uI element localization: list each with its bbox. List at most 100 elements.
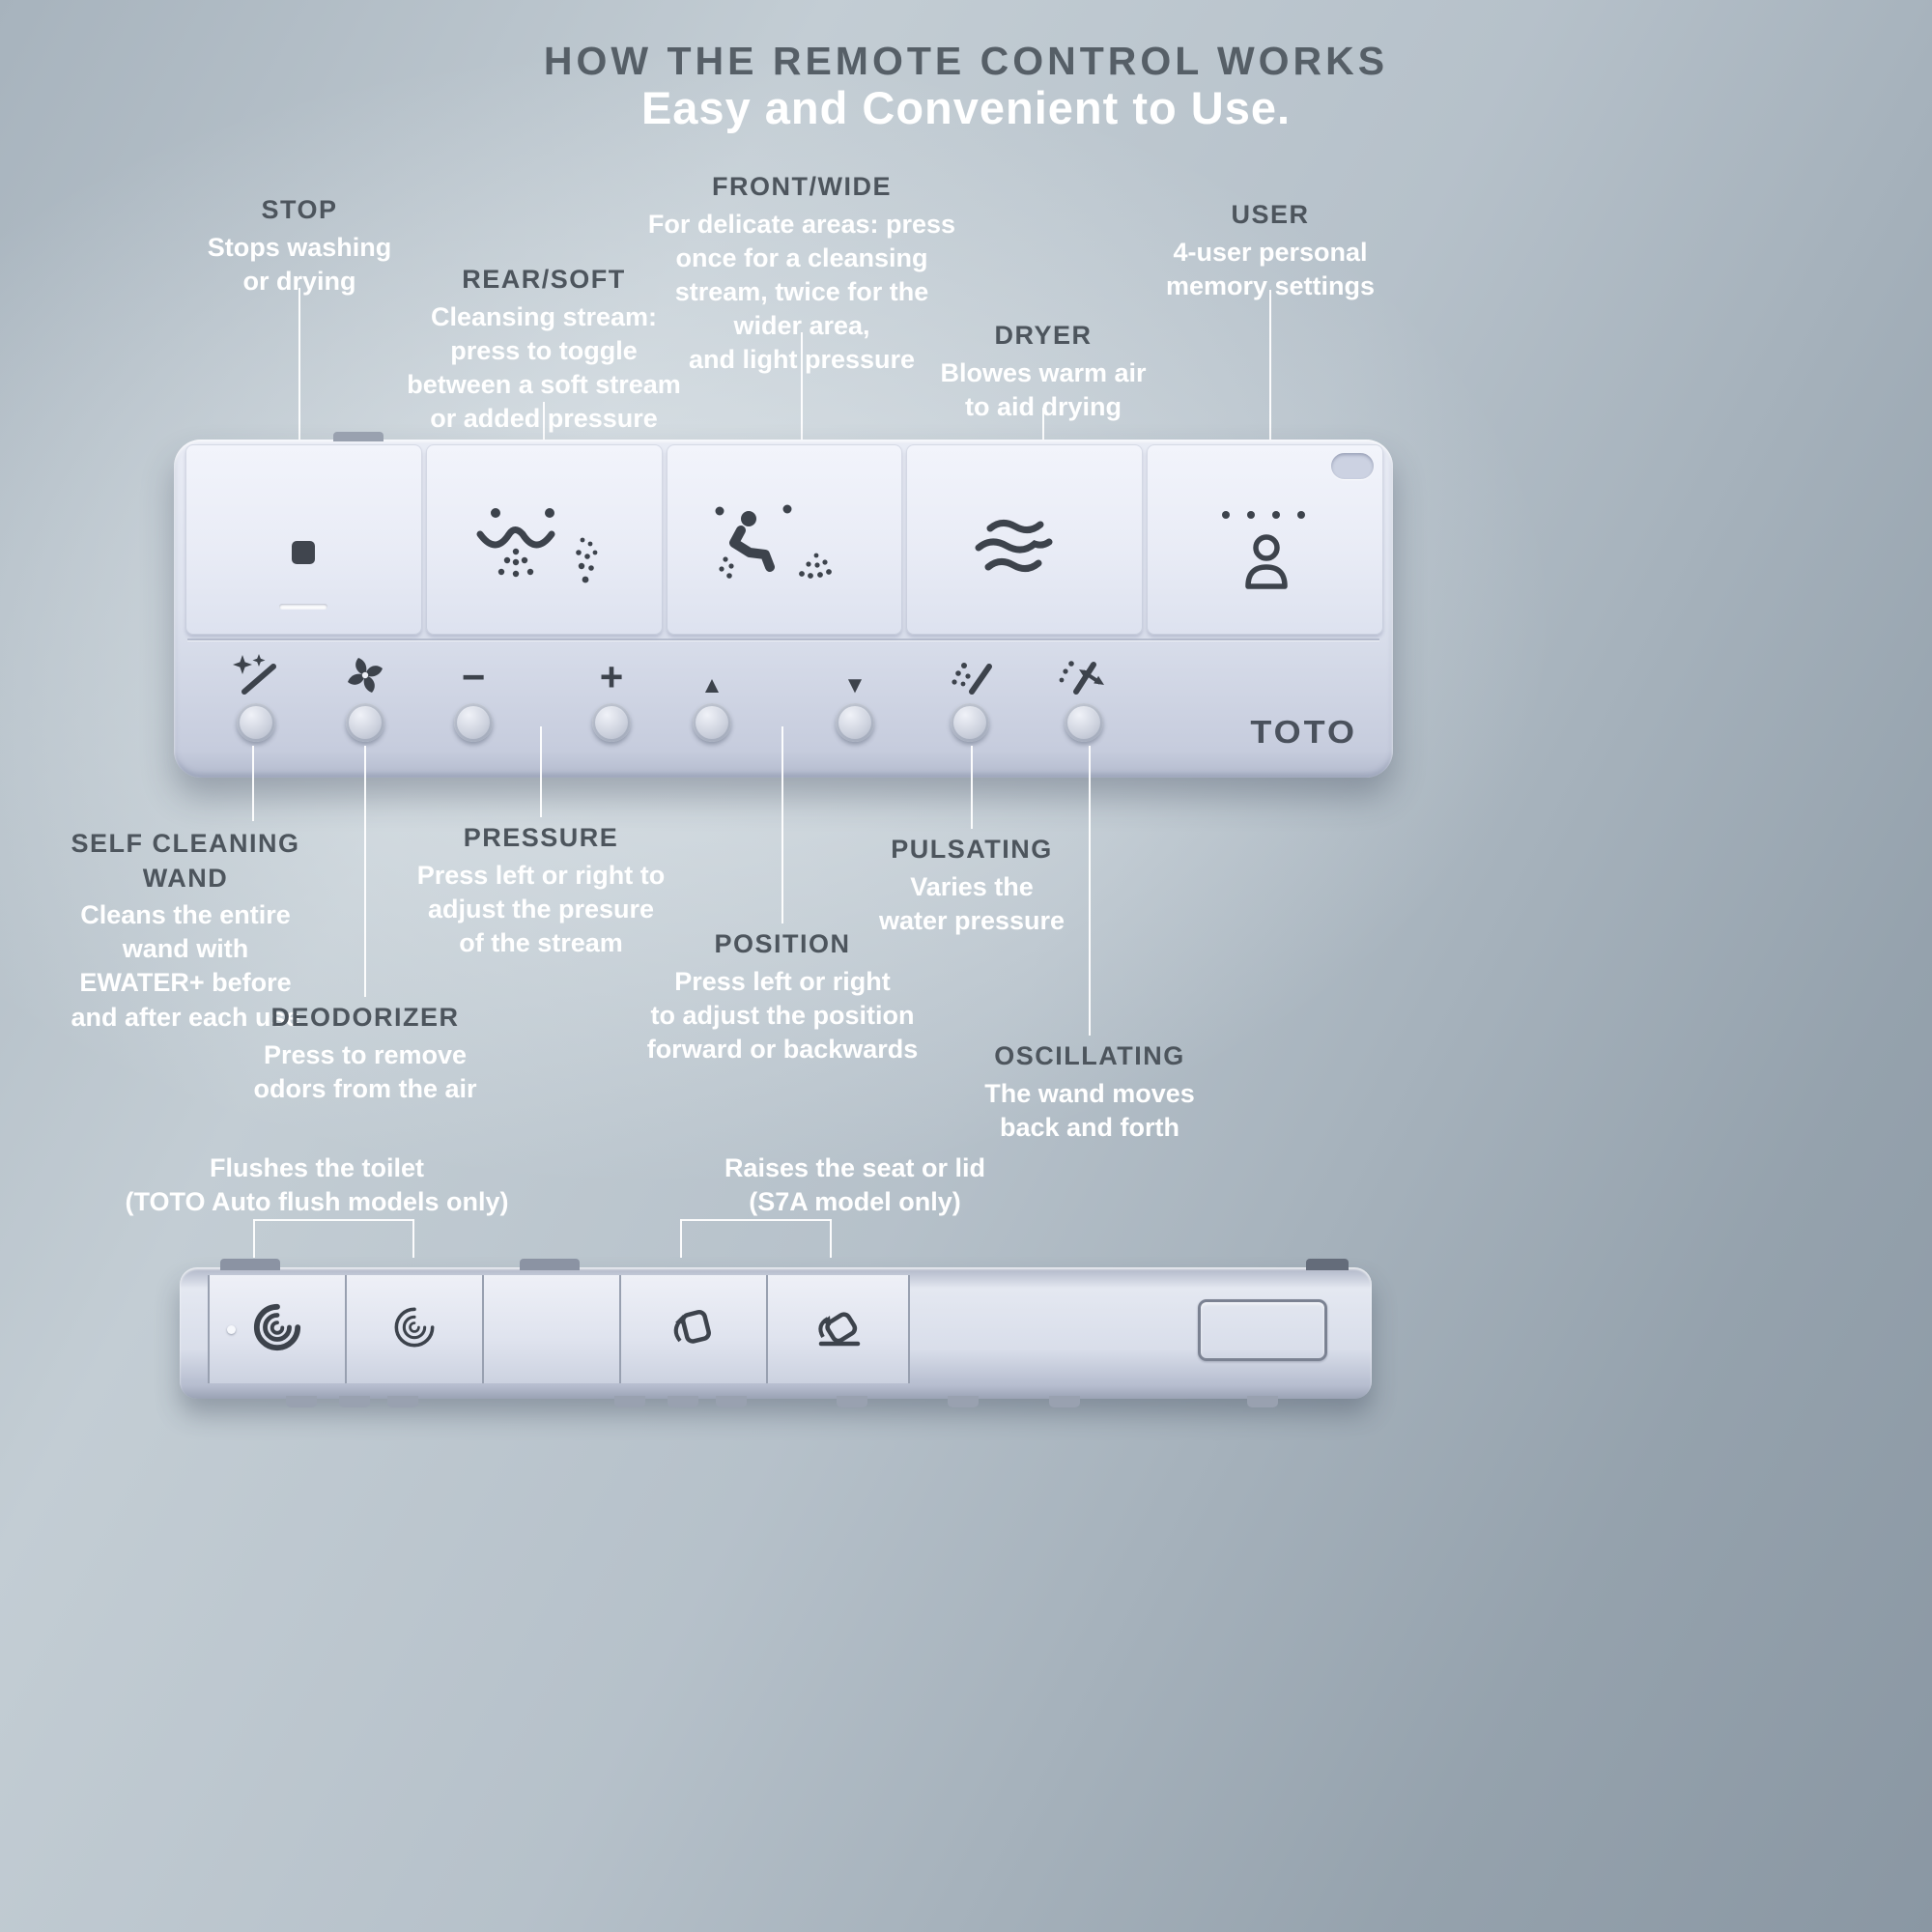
triangle-down-icon: ▼: [843, 672, 867, 698]
raise-lid-button[interactable]: [768, 1275, 910, 1383]
seat-bracket-left: [680, 1219, 682, 1258]
pointer-line-self-cleaning: [252, 746, 254, 821]
pointer-line-stop: [298, 288, 300, 477]
raise-lid-icon: [811, 1302, 866, 1357]
raise-seat-icon: [668, 1302, 719, 1357]
position-forward-control: ▲: [649, 641, 775, 742]
plus-icon: +: [599, 654, 624, 699]
flush-light-swirl-icon: [391, 1304, 438, 1355]
side-button-strip: [208, 1275, 910, 1383]
stop-button[interactable]: [185, 444, 422, 635]
pointer-line-pulsating: [971, 746, 973, 829]
self-cleaning-wand-button[interactable]: [237, 703, 275, 742]
auto-flush-light-button[interactable]: [347, 1275, 484, 1383]
auto-flush-full-button[interactable]: [210, 1275, 347, 1383]
callout-seat-body: Raises the seat or lid (S7A model only): [724, 1153, 986, 1217]
pulsating-icon: [947, 641, 993, 703]
foot-nub: [948, 1396, 979, 1407]
callout-stop-body: Stops washing or drying: [207, 232, 392, 296]
foot-nub: [716, 1396, 747, 1407]
callout-pulsating-title: PULSATING: [891, 835, 1053, 864]
rear-soft-icon: [467, 501, 621, 603]
oscillating-button[interactable]: [1065, 703, 1103, 742]
flush-full-swirl-icon: [252, 1302, 302, 1357]
foot-nub: [614, 1396, 645, 1407]
seat-bracket-top: [680, 1219, 832, 1221]
pressure-plus-control: +: [549, 641, 674, 742]
self-cleaning-wand-control: [193, 641, 319, 742]
deodorizer-button[interactable]: [346, 703, 384, 742]
page-title: HOW THE REMOTE CONTROL WORKS: [543, 39, 1389, 83]
callout-pressure: PRESSURE Press left or right to adjust t…: [391, 821, 691, 960]
side-rect-button[interactable]: [1198, 1299, 1327, 1361]
dryer-button[interactable]: [906, 444, 1144, 635]
button-notch: [1330, 453, 1374, 479]
user-icon: [1212, 505, 1319, 599]
callout-front-wide: FRONT/WIDE For delicate areas: press onc…: [638, 170, 966, 377]
flush-bracket-left: [253, 1219, 255, 1258]
callout-pulsating-body: Varies the water pressure: [878, 871, 1065, 935]
pressure-minus-control: −: [411, 641, 536, 742]
front-wide-icon: [702, 501, 867, 603]
callout-oscillating-title: OSCILLATING: [994, 1041, 1185, 1070]
pointer-line-pressure: [540, 726, 542, 817]
flush-bracket-top: [253, 1219, 414, 1221]
rear-soft-button[interactable]: [425, 444, 663, 635]
callout-pressure-body: Press left or right to adjust the presur…: [416, 860, 666, 957]
flush-led: [227, 1325, 236, 1334]
minus-icon: −: [461, 654, 486, 699]
pointer-line-user: [1269, 290, 1271, 479]
callout-rear-soft-title: REAR/SOFT: [462, 265, 626, 294]
oscillating-icon: [1057, 641, 1111, 703]
callout-deodorizer-title: DEODORIZER: [270, 1003, 460, 1032]
callout-rear-soft: REAR/SOFT Cleansing stream: press to tog…: [389, 263, 698, 436]
deodorizer-fan-icon: [343, 641, 387, 703]
callout-stop: STOP Stops washing or drying: [174, 193, 425, 298]
foot-nub: [1049, 1396, 1080, 1407]
pointer-line-position: [781, 726, 783, 923]
user-button[interactable]: [1147, 444, 1383, 635]
callout-front-wide-body: For delicate areas: press once for a cle…: [647, 209, 956, 374]
callout-user-title: USER: [1231, 200, 1310, 229]
foot-nub: [286, 1396, 317, 1407]
callout-seat: Raises the seat or lid (S7A model only): [681, 1151, 1029, 1219]
pointer-line-front-wide: [801, 332, 803, 480]
callout-position-title: POSITION: [714, 929, 851, 958]
triangle-up-icon: ▲: [700, 672, 724, 698]
dryer-icon: [967, 511, 1083, 593]
pressure-minus-button[interactable]: [454, 703, 493, 742]
remote-control-top-view: [180, 1259, 1372, 1407]
deodorizer-control: [302, 641, 428, 742]
oscillating-control: [1021, 641, 1147, 742]
blank-segment: [484, 1275, 621, 1383]
front-wide-button[interactable]: [666, 444, 903, 635]
big-button-row: [185, 444, 1383, 635]
foot-nub: [1247, 1396, 1278, 1407]
foot-nub: [668, 1396, 698, 1407]
self-cleaning-wand-icon: [231, 641, 281, 703]
callout-dryer: DRYER Blowes warm air to aid drying: [908, 319, 1179, 424]
foot-nub: [387, 1396, 418, 1407]
mount-tab-right: [1306, 1259, 1349, 1270]
callout-self-cleaning-wand: SELF CLEANING WAND Cleans the entire wan…: [60, 827, 311, 1035]
pointer-line-deodorizer: [364, 746, 366, 997]
mount-tab-left: [220, 1259, 280, 1270]
callout-dryer-title: DRYER: [994, 321, 1093, 350]
flush-bracket-right: [412, 1219, 414, 1258]
callout-front-wide-title: FRONT/WIDE: [712, 172, 892, 201]
callout-flush: Flushes the toilet (TOTO Auto flush mode…: [104, 1151, 529, 1219]
pressure-plus-button[interactable]: [592, 703, 631, 742]
position-backward-control: ▼: [792, 641, 918, 742]
position-forward-button[interactable]: [693, 703, 731, 742]
page-subtitle: Easy and Convenient to Use.: [640, 82, 1292, 133]
callout-self-cleaning-title: SELF CLEANING WAND: [71, 829, 300, 893]
seat-bracket-right: [830, 1219, 832, 1258]
callout-position: POSITION Press left or right to adjust t…: [623, 927, 942, 1066]
stop-icon: [292, 540, 316, 564]
callout-dryer-body: Blowes warm air to aid drying: [940, 357, 1147, 421]
position-backward-button[interactable]: [836, 703, 874, 742]
pulsating-button[interactable]: [951, 703, 989, 742]
pulsating-control: [907, 641, 1033, 742]
raise-seat-button[interactable]: [621, 1275, 768, 1383]
